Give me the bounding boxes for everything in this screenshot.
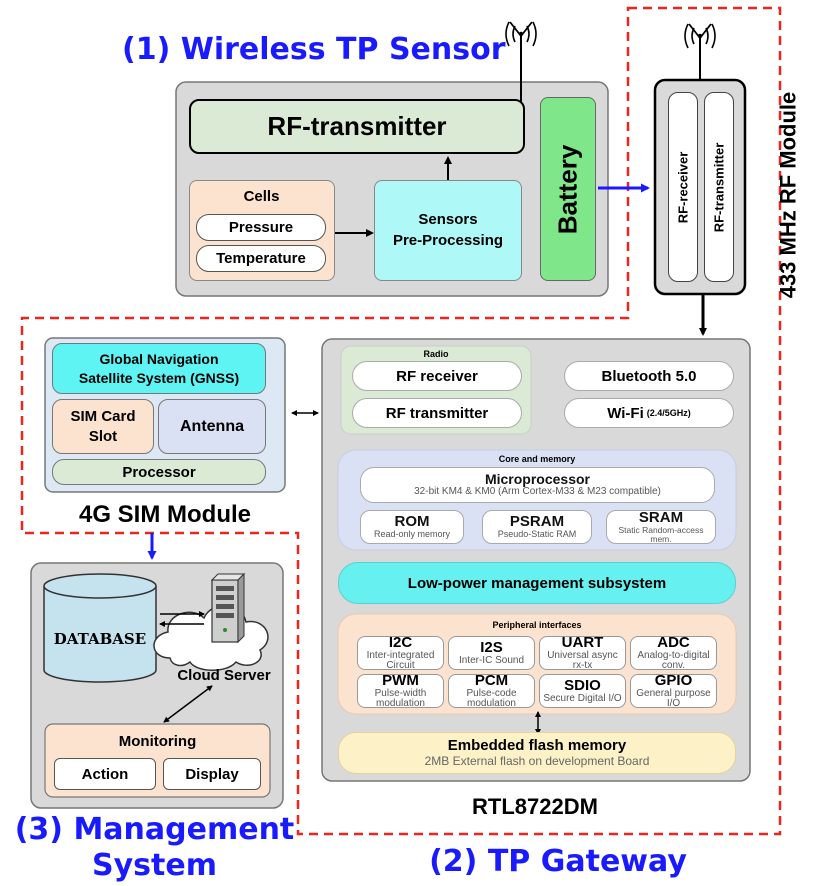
rf-module-label-wrap: 433 MHz RF Module: [748, 70, 828, 320]
flash-label: Embedded flash memory: [447, 737, 627, 755]
flash-desc: 2MB External flash on development Board: [424, 753, 650, 768]
psram-label: PSRAM: [509, 513, 565, 531]
processor-box: Processor: [52, 459, 266, 485]
database-label: DATABASE: [53, 630, 147, 648]
sensor-rf-transmitter: RF-transmitter: [189, 99, 525, 154]
psram-desc: Pseudo-Static RAM: [497, 529, 577, 540]
microprocessor-box: Microprocessor 32-bit KM4 & KM0 (Arm Cor…: [360, 467, 715, 503]
sensors-preprocessing: Sensors Pre-Processing: [374, 180, 522, 281]
sram-desc: Static Random-access mem.: [618, 525, 704, 544]
peripheral-name: ADC: [657, 634, 690, 651]
database-icon: [43, 573, 157, 683]
radio-rf-transmitter: RF transmitter: [352, 398, 522, 428]
wifi-box: Wi-Fi (2.4/5GHz): [564, 398, 734, 428]
peripheral-desc: Universal async rx-tx: [547, 650, 618, 671]
rf-transmitter-label: RF-transmitter: [711, 142, 727, 232]
radio-rf-receiver: RF receiver: [352, 361, 522, 391]
preproc-line1: Sensors: [418, 211, 478, 229]
sram-box: SRAM Static Random-access mem.: [606, 510, 716, 544]
peripheral-desc: Secure Digital I/O: [543, 693, 622, 704]
peripheral-name: I2S: [480, 639, 503, 656]
rom-desc: Read-only memory: [373, 529, 451, 540]
rom-label: ROM: [394, 513, 430, 531]
cells-label: Cells: [243, 187, 280, 205]
rf-module-transmitter: RF-transmitter: [704, 92, 734, 282]
monitoring-label: Monitoring: [118, 732, 197, 750]
wifi-label: Wi-Fi: [607, 404, 644, 422]
title-management-line1: (3) Management: [14, 812, 295, 847]
peripheral-name: GPIO: [654, 672, 693, 689]
peripheral-desc: Pulse-width modulation: [374, 688, 427, 709]
temperature-cell: Temperature: [196, 245, 326, 272]
cells-box: Cells Pressure Temperature: [189, 180, 335, 281]
sim-line2: Slot: [88, 427, 118, 445]
sram-label: SRAM: [638, 509, 684, 527]
peripheral-name: UART: [561, 634, 604, 651]
wifi-band: (2.4/5GHz): [646, 408, 691, 418]
flash-memory-box: Embedded flash memory 2MB External flash…: [338, 732, 736, 774]
peripheral-name: PWM: [382, 672, 419, 689]
psram-box: PSRAM Pseudo-Static RAM: [482, 510, 592, 544]
rf-module-receiver: RF-receiver: [668, 92, 698, 282]
peripheral-desc: General purpose I/O: [636, 688, 711, 709]
chip-label: RTL8722DM: [472, 794, 598, 819]
low-power-subsystem: Low-power management subsystem: [338, 562, 736, 604]
gnss-box: Global Navigation Satellite System (GNSS…: [52, 343, 266, 394]
server-icon: [210, 572, 246, 644]
microprocessor-label: Microprocessor: [484, 471, 591, 488]
battery-box: Battery: [540, 97, 596, 281]
gateway-boundary: [20, 6, 782, 836]
radio-title: Radio: [423, 348, 449, 359]
sim-module-label: 4G SIM Module: [78, 501, 251, 528]
pressure-cell: Pressure: [196, 214, 326, 241]
sim-card-slot: SIM Card Slot: [52, 399, 154, 454]
sim-line1: SIM Card: [70, 408, 136, 425]
microprocessor-desc: 32-bit KM4 & KM0 (Arm Cortex-M33 & M23 c…: [414, 486, 661, 498]
preproc-line2: Pre-Processing: [392, 231, 504, 249]
bluetooth-box: Bluetooth 5.0: [564, 361, 734, 391]
core-title: Core and memory: [498, 453, 576, 464]
peripheral-name: SDIO: [564, 677, 601, 694]
peripheral-name: I2C: [388, 634, 413, 651]
title-tp-gateway: (2) TP Gateway: [429, 844, 687, 879]
antenna-box: Antenna: [158, 399, 266, 454]
display-box: Display: [163, 758, 261, 790]
gnss-line2: Satellite System (GNSS): [78, 369, 240, 386]
title-wireless-tp-sensor: (1) Wireless TP Sensor: [122, 32, 506, 67]
action-box: Action: [54, 758, 156, 790]
peripheral-desc: Pulse-code modulation: [466, 688, 517, 709]
gnss-line1: Global Navigation: [99, 351, 219, 368]
battery-label: Battery: [552, 144, 583, 234]
peripheral-name: PCM: [474, 672, 509, 689]
peripheral-desc: Analog-to-digital conv.: [637, 650, 710, 671]
cloud-server-label: Cloud Server: [177, 666, 271, 684]
peripheral-desc: Inter-integrated Circuit: [366, 650, 435, 671]
sensor-antenna-icon: [505, 21, 537, 108]
title-management-line2: System: [92, 848, 217, 883]
rf-module-label: 433 MHz RF Module: [775, 91, 801, 299]
peripheral-title: Peripheral interfaces: [492, 619, 582, 630]
rom-box: ROM Read-only memory: [360, 510, 464, 544]
rf-receiver-label: RF-receiver: [675, 151, 691, 223]
rf-module-antenna-icon: [684, 23, 716, 80]
peripheral-desc: Inter-IC Sound: [458, 655, 525, 666]
